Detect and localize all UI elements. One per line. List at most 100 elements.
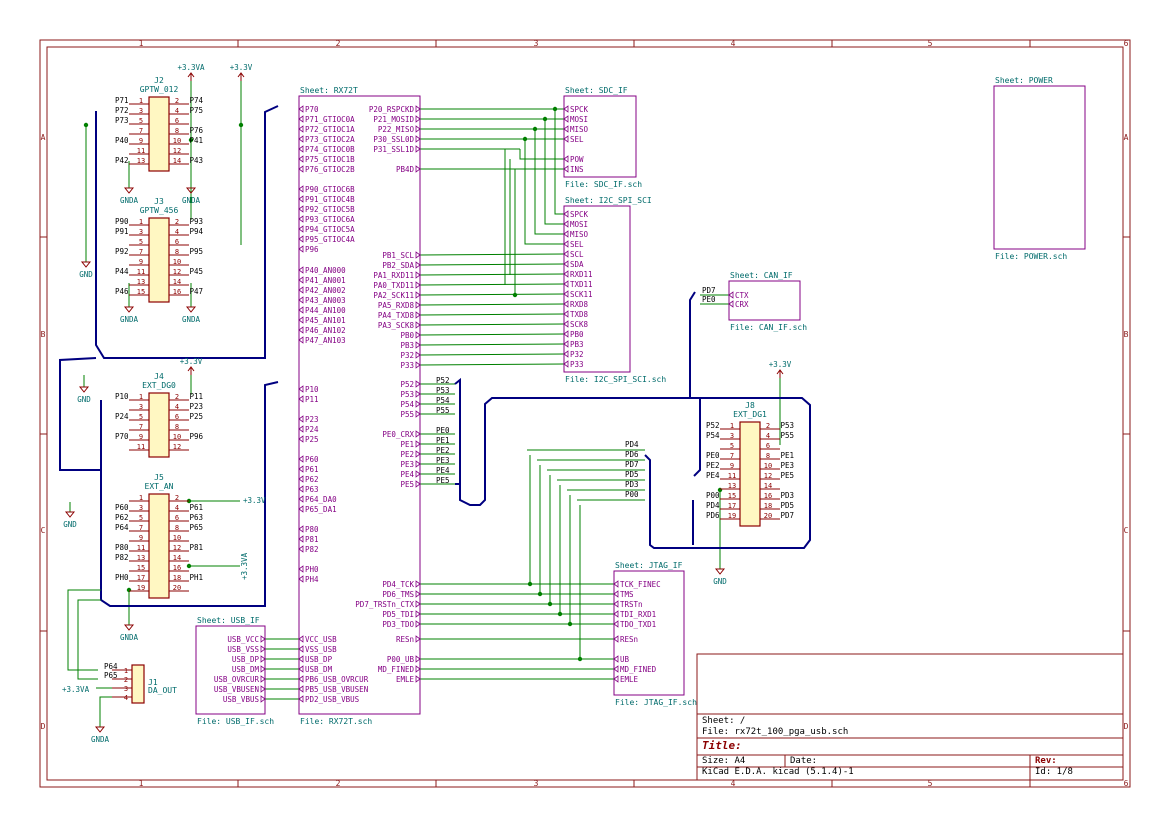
sheet-pin-marker <box>298 266 304 274</box>
sheet-pin-marker <box>298 185 304 193</box>
rx72t-pin-pb5_usb_vbusen: PB5_USB_VBUSEN <box>305 685 368 694</box>
net-label: P95 <box>189 247 203 256</box>
pin-number: 6 <box>766 442 770 450</box>
ground-symbol <box>80 261 92 268</box>
pin-number: 6 <box>175 117 179 125</box>
rx72t-pin-pe1: PE1 <box>400 440 414 449</box>
title-label: Title: <box>702 739 742 752</box>
pin-number: 6 <box>175 238 179 246</box>
wire-spi-branch <box>554 109 564 215</box>
sheet-pin-marker <box>563 350 569 358</box>
rx72t-pin-p95_gtioc4a: P95_GTIOC4A <box>305 235 355 244</box>
row-letter-right: C <box>1124 526 1129 535</box>
pin-number: 7 <box>139 127 143 135</box>
pin-number: 2 <box>766 422 770 430</box>
net-label: PE0 <box>436 426 450 435</box>
rx72t-pin-p22_miso: P22_MISO <box>378 125 415 134</box>
rx72t-pin-p80: P80 <box>305 525 319 534</box>
sheet-pin-marker <box>415 400 421 408</box>
sheet-pin-marker <box>415 470 421 478</box>
power-arrow <box>187 72 195 78</box>
pin-number: 4 <box>124 694 128 702</box>
i2c-pin: P33 <box>570 360 584 369</box>
column-number-top: 2 <box>336 39 341 48</box>
sheet-pin-marker <box>415 311 421 319</box>
net-label: P80 <box>115 543 129 552</box>
rx72t-pin-p65_da1: P65_DA1 <box>305 505 337 514</box>
wire-i2c <box>419 333 565 336</box>
rx72t-pin-p00_ub: P00_UB <box>387 655 415 664</box>
jtag-pin: UB <box>620 655 630 664</box>
net-label: P92 <box>115 247 129 256</box>
pin-number: 12 <box>173 268 181 276</box>
rx72t-pin-vss_usb: VSS_USB <box>305 645 337 654</box>
sheet-name-i2c: Sheet: I2C_SPI_SCI <box>565 196 652 205</box>
row-letter-left: C <box>41 526 46 535</box>
rx72t-pin-p72_gtioc1a: P72_GTIOC1A <box>305 125 355 134</box>
pin-number: 20 <box>173 584 181 592</box>
sheet-pin-marker <box>563 310 569 318</box>
sheet-pin-marker <box>298 316 304 324</box>
power-arrow <box>776 369 784 375</box>
rx72t-pin-p54: P54 <box>400 400 414 409</box>
ground-symbol <box>64 511 76 518</box>
net-label: P74 <box>189 96 203 105</box>
connector-ref-j3: J3 <box>154 197 164 206</box>
rx72t-pin-pb4d: PB4D <box>396 165 415 174</box>
power-label: +3.3V <box>230 63 253 72</box>
sheet-pin-marker <box>563 115 569 123</box>
connector-value-j3: GPTW_456 <box>140 206 179 215</box>
ground-symbol <box>123 624 135 631</box>
pin-number: 2 <box>175 494 179 502</box>
inner-border <box>46 46 1124 781</box>
connector-body-j3 <box>148 217 170 303</box>
sheet-pin-marker <box>415 251 421 259</box>
sheet-pin-marker <box>728 291 734 299</box>
jtag-pin: TDO_TXD1 <box>620 620 656 629</box>
junction-dot <box>537 591 543 597</box>
net-label: P65 <box>104 671 118 680</box>
jtag-pin: EMLE <box>620 675 639 684</box>
title-file: File: rx72t_100_pga_usb.sch <box>702 727 848 737</box>
sheet-pin-marker <box>298 685 304 693</box>
pin-number: 4 <box>175 403 179 411</box>
rx72t-pin-p74_gtioc0b: P74_GTIOC0B <box>305 145 355 154</box>
sheet-pin-marker <box>415 410 421 418</box>
sheet-pin-marker <box>415 480 421 488</box>
net-label: P96 <box>189 432 203 441</box>
rx72t-pin-p20_rspckd: P20_RSPCKD <box>369 105 415 114</box>
sheet-pin-marker <box>563 300 569 308</box>
outer-border <box>39 39 1131 788</box>
rx72t-pin-pd2_usb_vbus: PD2_USB_VBUS <box>305 695 360 704</box>
net-label: P54 <box>706 431 720 440</box>
bus-left-b <box>59 357 101 471</box>
rx72t-pin-p75_gtioc1b: P75_GTIOC1B <box>305 155 355 164</box>
wires-layer: P52P53P54P55PE0PE1PE2PE3PE4PE5PD4PD6PD7P… <box>69 81 781 700</box>
rx72t-pin-p62: P62 <box>305 475 319 484</box>
rx72t-pin-p45_an101: P45_AN101 <box>305 316 346 325</box>
rx72t-pin-pe5: PE5 <box>400 480 414 489</box>
sheet-pin-marker <box>260 645 266 653</box>
rx72t-pin-pa3_sck8: PA3_SCK8 <box>378 321 415 330</box>
pin-number: 9 <box>730 462 734 470</box>
sheet-pin-marker <box>563 230 569 238</box>
sheet-pin-marker <box>563 220 569 228</box>
net-label: P40 <box>115 136 129 145</box>
net-label: P44 <box>115 267 129 276</box>
rx72t-pin-p47_an103: P47_AN103 <box>305 336 346 345</box>
sheet-pin-marker <box>298 575 304 583</box>
sheet-pin-marker <box>415 351 421 359</box>
row-letter-left: B <box>41 330 46 339</box>
rx72t-pin-ph4: PH4 <box>305 575 319 584</box>
junction-dot <box>552 106 558 112</box>
sheet-pin-marker <box>563 320 569 328</box>
connector-value-j5: EXT_AN <box>145 482 174 491</box>
sheet-pin-marker <box>563 125 569 133</box>
rx72t-pin-p64_da0: P64_DA0 <box>305 495 337 504</box>
rx72t-pin-resn: RESn <box>396 635 414 644</box>
power-label: GND <box>79 270 93 279</box>
pin-number: 3 <box>124 685 128 693</box>
power-label: +3.3VA <box>62 685 90 694</box>
sheet-pin-marker <box>298 635 304 643</box>
column-number-bottom: 2 <box>336 779 341 788</box>
